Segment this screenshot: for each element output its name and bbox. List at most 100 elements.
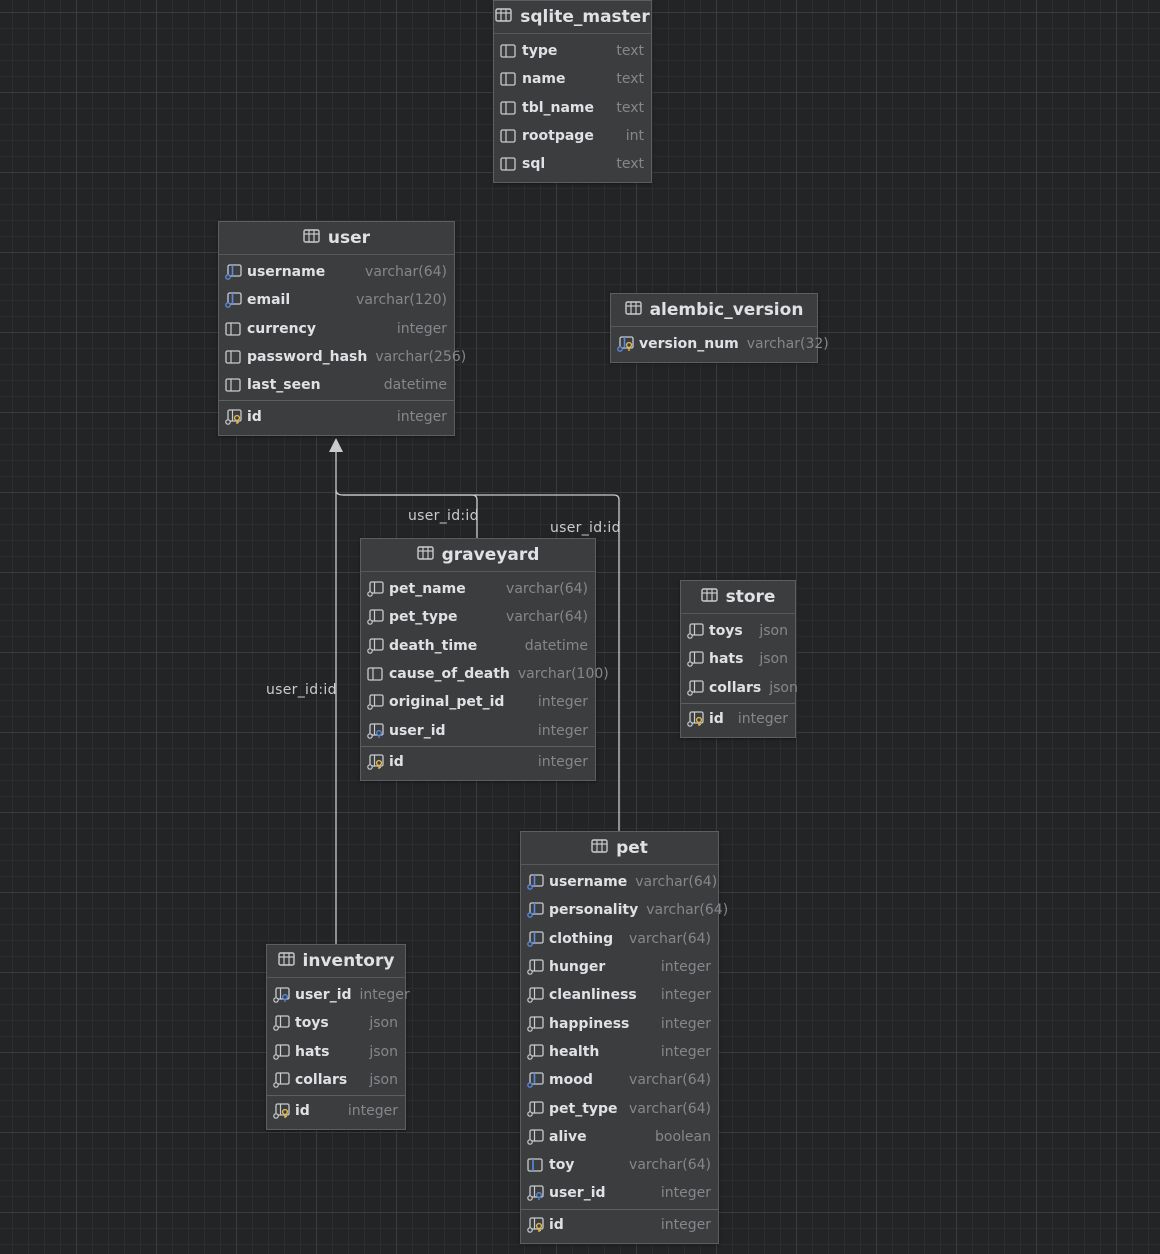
column-icon bbox=[225, 377, 242, 393]
column-name: alive bbox=[549, 1128, 587, 1145]
column-name: mood bbox=[549, 1072, 593, 1089]
nullable-column-icon bbox=[367, 609, 384, 626]
index-column-icon bbox=[225, 264, 242, 280]
column-row-username[interactable]: username varchar(64) bbox=[219, 258, 454, 286]
index-column-icon bbox=[527, 931, 544, 947]
nullable-column-icon bbox=[527, 1044, 544, 1060]
primary-key-icon bbox=[273, 1103, 290, 1120]
column-type: integer bbox=[737, 711, 788, 728]
column-name: user_id bbox=[295, 987, 352, 1004]
column-type: int bbox=[625, 128, 644, 145]
primary-key-icon bbox=[687, 711, 704, 727]
table-icon bbox=[277, 951, 295, 971]
table-header[interactable]: inventory bbox=[267, 945, 405, 978]
table-title: graveyard bbox=[441, 545, 540, 565]
column-icon bbox=[500, 71, 517, 87]
table-header[interactable]: user bbox=[219, 222, 454, 255]
column-row-rootpage[interactable]: rootpage int bbox=[494, 122, 651, 150]
column-name: hunger bbox=[549, 959, 606, 976]
column-icon bbox=[500, 128, 517, 144]
table-header[interactable]: store bbox=[681, 581, 795, 614]
table-icon bbox=[416, 545, 434, 565]
table-header[interactable]: graveyard bbox=[361, 539, 595, 572]
column-name: id bbox=[247, 408, 262, 425]
column-type: varchar(64) bbox=[365, 264, 447, 281]
column-type: integer bbox=[660, 1015, 711, 1032]
column-type: text bbox=[616, 43, 644, 60]
nullable-column-icon bbox=[527, 1015, 544, 1032]
column-name: pet_type bbox=[389, 609, 458, 626]
index-column-icon bbox=[527, 874, 544, 890]
table-icon bbox=[591, 838, 608, 858]
table-icon bbox=[495, 7, 512, 27]
index-column-icon bbox=[527, 902, 544, 919]
table-header[interactable]: sqlite_master bbox=[494, 1, 651, 34]
relationship-label-inventory: user_id:id bbox=[266, 682, 337, 698]
table-header[interactable]: alembic_version bbox=[611, 294, 817, 327]
column-name: rootpage bbox=[522, 128, 594, 145]
column-name: username bbox=[247, 264, 326, 281]
column-name: version_num bbox=[639, 336, 739, 353]
column-name: toy bbox=[549, 1157, 575, 1174]
nullable-column-icon bbox=[527, 1129, 544, 1145]
column-name: id bbox=[549, 1216, 564, 1233]
nullable-column-icon bbox=[367, 694, 384, 711]
nullable-column-icon bbox=[687, 651, 704, 668]
nullable-column-icon bbox=[273, 1044, 290, 1060]
table-header[interactable]: pet bbox=[521, 832, 718, 865]
column-type: datetime bbox=[383, 377, 447, 394]
column-type: text bbox=[616, 156, 644, 173]
column-name: pet_type bbox=[549, 1100, 618, 1117]
column-name: toys bbox=[295, 1015, 329, 1032]
table-icon bbox=[700, 587, 718, 607]
